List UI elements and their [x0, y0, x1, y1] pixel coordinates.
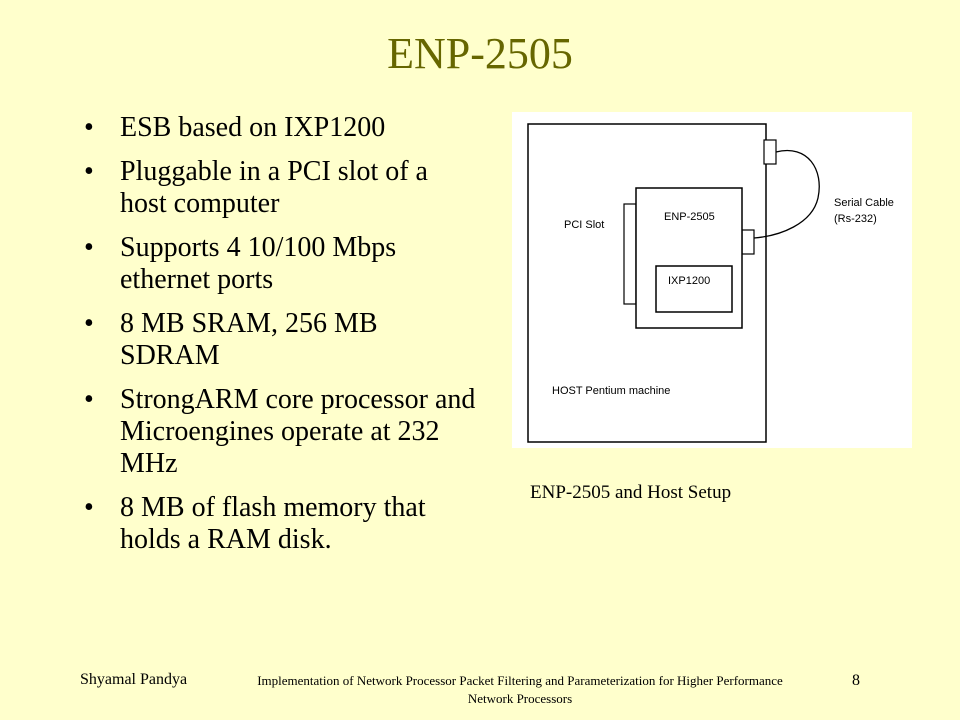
bullet-text: 8 MB of flash memory that holds a RAM di…: [120, 492, 426, 555]
bullet-list: • ESB based on IXP1200 • Pluggable in a PC…: [78, 112, 478, 568]
host-label: HOST Pentium machine: [552, 385, 670, 397]
host-machine-box: [527, 123, 767, 443]
serial-cable-label: Serial Cable: [834, 197, 894, 209]
pci-slot-label: PCI Slot: [564, 219, 604, 231]
serial-cable: [753, 149, 820, 239]
setup-diagram: PCI Slot ENP-2505 IXP1200 HOST Pentium m…: [512, 112, 912, 448]
bullet-icon: •: [84, 112, 94, 143]
bullet-item: • Supports 4 10/100 Mbps ethernet ports: [78, 232, 478, 296]
bullet-text: StrongARM core processor and Microengine…: [120, 384, 476, 479]
bullet-icon: •: [84, 308, 94, 339]
bullet-icon: •: [84, 384, 94, 415]
bullet-text: ESB based on IXP1200: [120, 112, 386, 143]
bullet-text: Supports 4 10/100 Mbps ethernet ports: [120, 232, 397, 295]
bullet-icon: •: [84, 232, 94, 263]
bullet-text: Pluggable in a PCI slot of a host comput…: [120, 156, 428, 219]
footer-subtitle: Implementation of Network Processor Pack…: [257, 673, 783, 706]
figure-caption: ENP-2505 and Host Setup: [530, 482, 732, 503]
slide-title: ENP-2505: [387, 29, 573, 78]
host-serial-port: [763, 139, 777, 165]
page-number: 8: [852, 672, 860, 689]
bullet-item: • Pluggable in a PCI slot of a host compu…: [78, 156, 478, 220]
pci-slot: [623, 203, 637, 305]
bullet-icon: •: [84, 156, 94, 187]
bullet-item: • ESB based on IXP1200: [78, 112, 478, 144]
enp-label: ENP-2505: [664, 211, 715, 223]
setup-diagram-svg: PCI Slot ENP-2505 IXP1200 HOST Pentium m…: [512, 112, 912, 448]
bullet-item: • StrongARM core processor and Microengin…: [78, 384, 478, 480]
footer-author: Shyamal Pandya: [80, 671, 188, 688]
bullet-icon: •: [84, 492, 94, 523]
bullet-item: • 8 MB SRAM, 256 MB SDRAM: [78, 308, 478, 372]
bullet-item: • 8 MB of flash memory that holds a RAM d…: [78, 492, 478, 556]
ixp-label: IXP1200: [668, 275, 710, 287]
serial-cable-type-label: (Rs-232): [834, 213, 877, 225]
bullet-text: 8 MB SRAM, 256 MB SDRAM: [120, 308, 378, 371]
ixp-chip: [655, 265, 733, 313]
enp-serial-port: [741, 229, 755, 255]
